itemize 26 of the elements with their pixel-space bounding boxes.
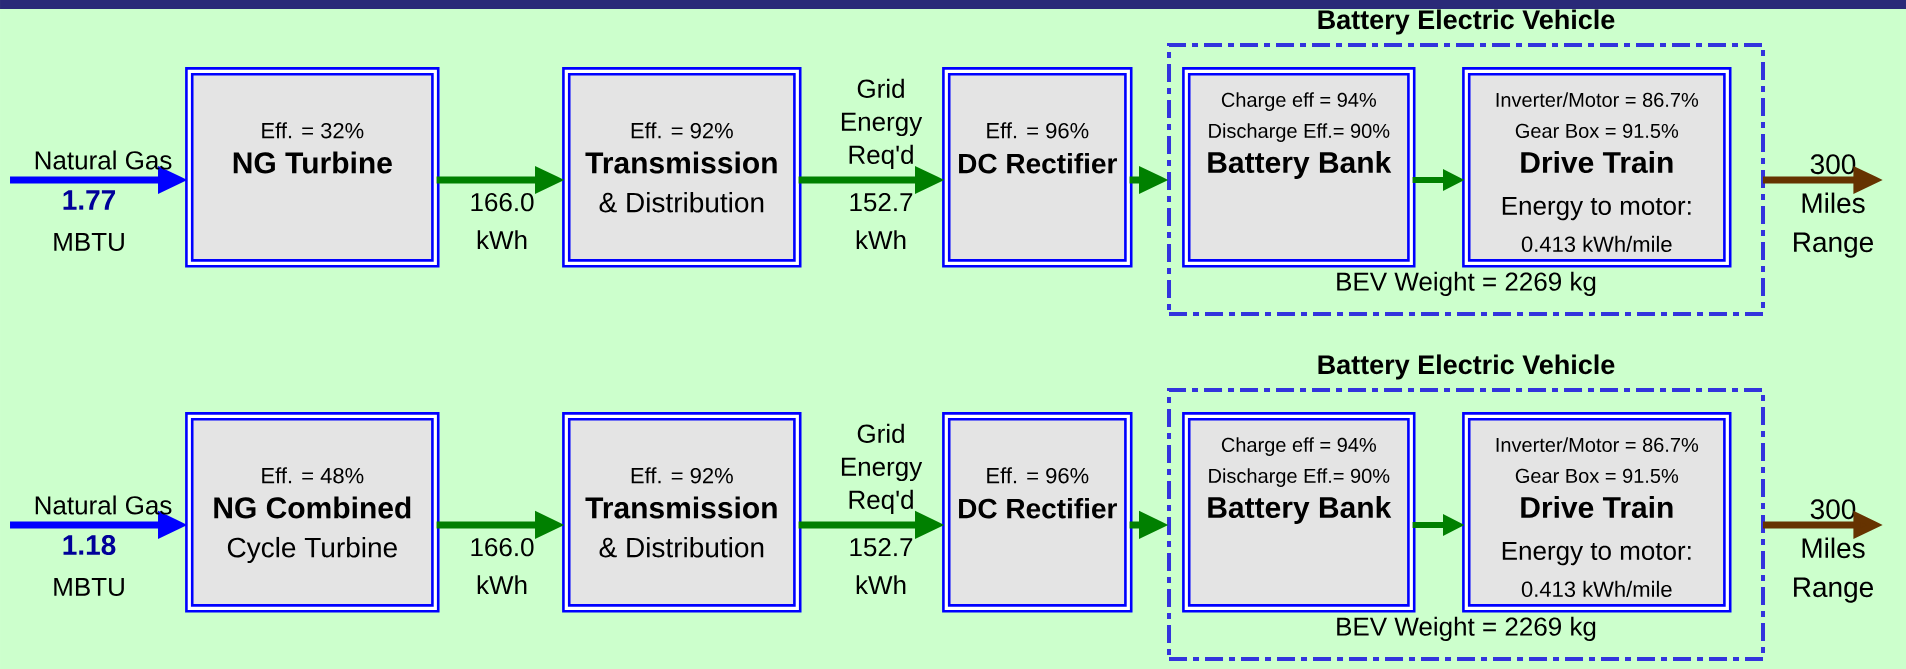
range-label: 300 Miles Range bbox=[1794, 154, 1873, 258]
process-box: Eff. = 92% Transmission & Distribution bbox=[562, 67, 802, 268]
process-box: Charge eff = 94% Discharge Eff.= 90% Battery Bank bbox=[1182, 67, 1416, 268]
process-box: Eff. = 48% NG Combined Cycle Turbine bbox=[185, 412, 440, 613]
energy-label: 166.0 kWh bbox=[471, 537, 534, 595]
range-label: 300 Miles Range bbox=[1794, 499, 1873, 603]
input-label: Natural Gas bbox=[35, 150, 172, 170]
process-box: Eff. = 32% NG Turbine bbox=[185, 67, 440, 268]
group-heading: Battery Electric Vehicle bbox=[1318, 9, 1615, 35]
process-box: Inverter/Motor = 86.7% Gear Box = 91.5% Drive Train Energy to motor: 0.413 kWh/mile bbox=[1462, 412, 1732, 613]
energy-label: 152.7 kWh bbox=[850, 192, 913, 250]
unit-label: MBTU bbox=[54, 577, 124, 597]
energy-label: 152.7 kWh bbox=[850, 537, 913, 595]
process-box: Charge eff = 94% Discharge Eff.= 90% Battery Bank bbox=[1182, 412, 1416, 613]
process-box: Eff. = 96% DC Rectifier bbox=[942, 67, 1133, 268]
input-label: Natural Gas bbox=[35, 495, 172, 515]
input-value: 1.18 bbox=[63, 535, 116, 555]
input-value: 1.77 bbox=[63, 190, 116, 210]
process-box: Inverter/Motor = 86.7% Gear Box = 91.5% Drive Train Energy to motor: 0.413 kWh/mile bbox=[1462, 67, 1732, 268]
energy-label: 166.0 kWh bbox=[471, 192, 534, 250]
group-heading: Battery Electric Vehicle bbox=[1318, 354, 1615, 380]
unit-label: MBTU bbox=[54, 232, 124, 252]
energy-label: Grid Energy Req'd bbox=[841, 78, 923, 170]
process-box: Eff. = 92% Transmission & Distribution bbox=[562, 412, 802, 613]
process-box: Eff. = 96% DC Rectifier bbox=[942, 412, 1133, 613]
energy-label: Grid Energy Req'd bbox=[841, 423, 923, 515]
